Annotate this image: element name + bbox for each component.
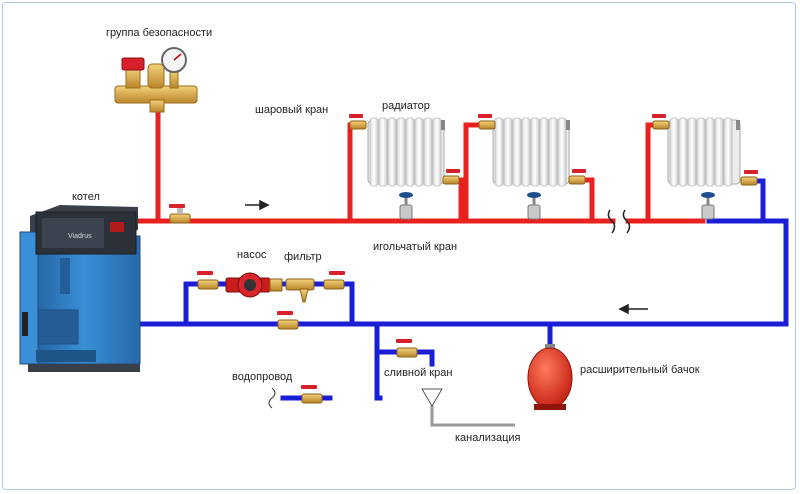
ball-valve-icon <box>169 114 758 404</box>
needle-valve-icon <box>399 192 715 220</box>
drain-branch <box>374 321 383 401</box>
pipe-break-icon <box>607 209 631 234</box>
filter-icon <box>285 278 315 303</box>
label-drain-valve: сливной кран <box>384 367 452 379</box>
relief-valve-cap <box>121 57 145 71</box>
boiler-brand: Viadrus <box>68 233 92 240</box>
rad1-out <box>444 177 464 224</box>
label-filter: фильтр <box>284 251 322 263</box>
label-water-supply: водопровод <box>232 371 293 383</box>
label-ball-valve: шаровый кран <box>255 104 328 116</box>
funnel-icon <box>421 388 443 407</box>
rad3-out-return <box>706 178 766 224</box>
flow-arrow-icon <box>245 199 648 315</box>
radiator-2 <box>492 117 570 187</box>
air-vent <box>147 63 165 89</box>
supply-rad3-in <box>645 122 663 224</box>
rad2-out <box>573 177 595 224</box>
label-radiator: радиатор <box>382 100 430 112</box>
supply-rad2-in <box>463 122 483 224</box>
return-main <box>137 218 789 327</box>
sewer-drain <box>421 388 515 427</box>
label-boiler: котел <box>72 191 100 203</box>
label-needle-valve: игольчатый кран <box>373 241 457 253</box>
supply-rad1-in <box>347 122 365 224</box>
boiler-icon: Viadrus <box>19 205 141 372</box>
drain-valve-branch <box>374 349 435 367</box>
return-pipes <box>137 178 789 401</box>
radiator-1 <box>367 117 445 187</box>
safety-group <box>114 47 198 113</box>
radiator-3 <box>667 117 741 187</box>
expansion-tank-icon <box>527 344 573 410</box>
label-sewer: канализация <box>455 432 521 444</box>
pump-icon <box>225 272 283 298</box>
pipe-break-icon <box>268 387 276 409</box>
label-pump: насос <box>237 249 267 261</box>
radiator-air-vent <box>441 120 445 130</box>
label-expansion-tank: расширительный бачок <box>580 364 700 376</box>
label-safety-group: группа безопасности <box>106 27 212 39</box>
